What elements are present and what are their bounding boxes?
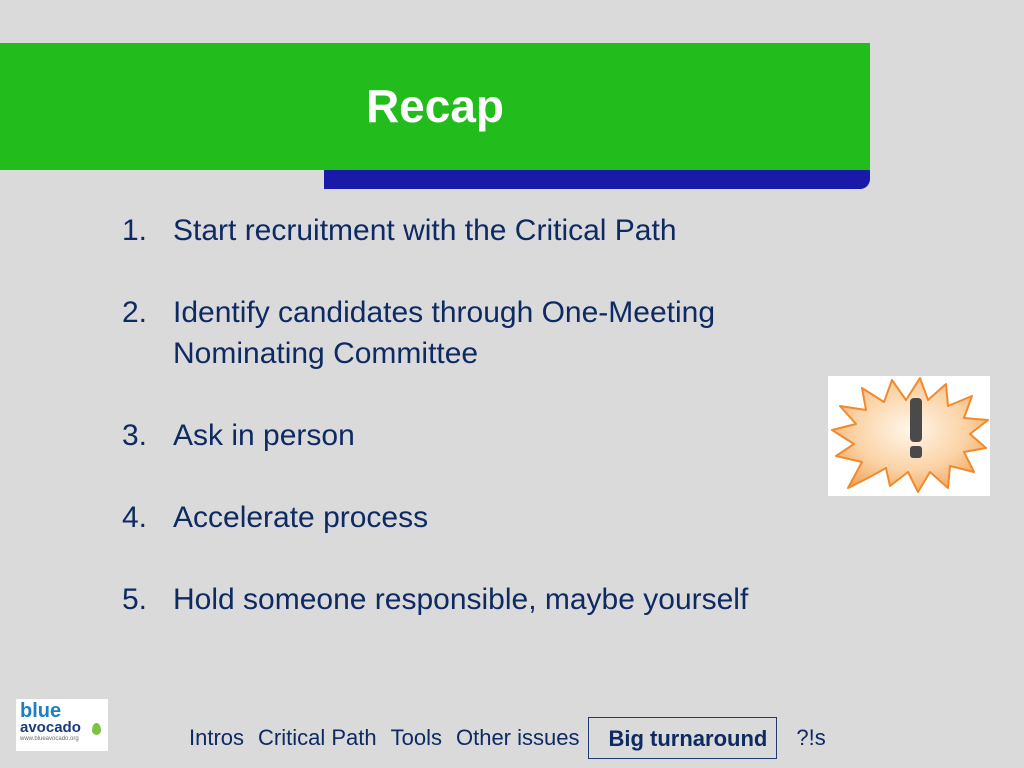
list-text: Hold someone responsible, maybe yourself (173, 583, 749, 616)
list-number: 3. (122, 419, 148, 452)
title-bar (0, 43, 870, 170)
list-item: 3. Ask in person (118, 415, 818, 456)
list-item: 4. Accelerate process (118, 497, 818, 538)
list-item: 2. Identify candidates through One-Meeti… (118, 292, 818, 374)
list-text: Accelerate process (173, 501, 429, 534)
list-number: 2. (122, 296, 148, 329)
logo-url: www.blueavocado.org (20, 736, 79, 742)
section-nav: Intros Critical Path Tools Other issues … (182, 716, 833, 760)
nav-intros[interactable]: Intros (189, 725, 245, 750)
list-text: Start recruitment with the Critical Path (173, 214, 677, 247)
list-number: 1. (122, 214, 148, 247)
avocado-drop-icon (92, 723, 101, 735)
nav-tools[interactable]: Tools (390, 725, 442, 750)
list-number: 4. (122, 501, 148, 534)
list-number: 5. (122, 583, 148, 616)
nav-critical-path[interactable]: Critical Path (258, 725, 377, 750)
list-text: Identify candidates through One-Meeting … (173, 296, 716, 370)
nav-other-issues[interactable]: Other issues (455, 725, 580, 750)
slide-title: Recap (365, 80, 505, 132)
logo-line2: avocado (20, 719, 81, 736)
recap-list: 1. Start recruitment with the Critical P… (118, 210, 818, 661)
list-text: Ask in person (173, 419, 355, 452)
nav-big-turnaround[interactable]: Big turnaround (588, 717, 778, 759)
list-item: 5. Hold someone responsible, maybe yours… (118, 579, 818, 620)
nav-questions[interactable]: ?!s (796, 725, 826, 750)
exclamation-burst-icon (828, 376, 990, 496)
logo-line1: blue (20, 700, 62, 722)
list-item: 1. Start recruitment with the Critical P… (118, 210, 818, 251)
blue-avocado-logo: blue avocado www.blueavocado.org (16, 699, 108, 751)
